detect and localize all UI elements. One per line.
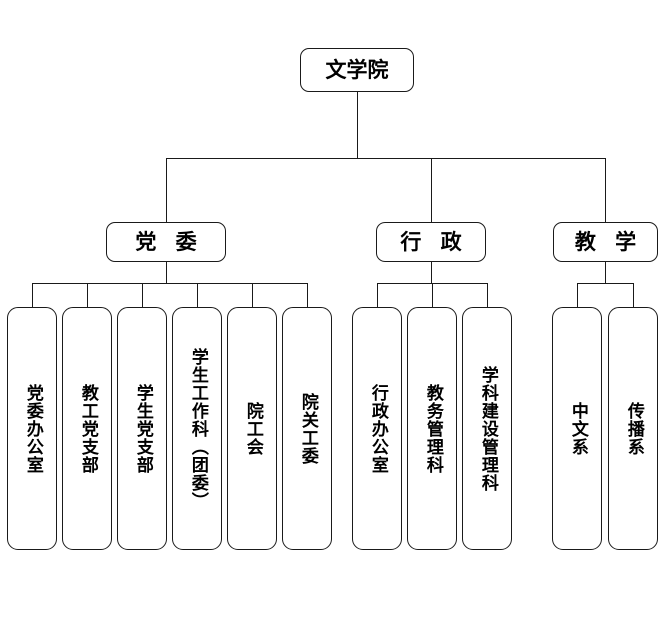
- node-admin-office[interactable]: 行政办公室: [352, 307, 402, 550]
- connector-stem-teaching: [605, 262, 606, 283]
- node-faculty-branch[interactable]: 教工党支部: [62, 307, 112, 550]
- node-communication-dept[interactable]: 传播系: [608, 307, 658, 550]
- node-admin-office-label: 行政办公室: [367, 383, 388, 474]
- node-administration-label: 行 政: [400, 229, 468, 254]
- node-communication-dept-label: 传播系: [623, 401, 644, 456]
- node-party[interactable]: 党 委: [106, 222, 226, 262]
- connector-level2-bus: [166, 158, 605, 159]
- node-student-branch-label: 学生党支部: [132, 383, 153, 474]
- node-discipline-admin-label: 学科建设管理科: [477, 365, 498, 492]
- node-student-branch[interactable]: 学生党支部: [117, 307, 167, 550]
- connector-drop-administration: [431, 158, 432, 222]
- node-labor-union[interactable]: 院工会: [227, 307, 277, 550]
- node-care-committee-label: 院关工委: [297, 392, 318, 465]
- connector-root-stem: [357, 92, 358, 158]
- node-college[interactable]: 文学院: [300, 48, 414, 92]
- node-student-work[interactable]: 学生工作科（团委）: [172, 307, 222, 550]
- connector-drop-admin-office: [377, 283, 378, 307]
- connector-bus-teaching: [577, 283, 633, 284]
- connector-drop-faculty-branch: [87, 283, 88, 307]
- node-college-label: 文学院: [325, 57, 389, 82]
- node-faculty-branch-label: 教工党支部: [77, 383, 98, 474]
- connector-drop-party: [166, 158, 167, 222]
- node-academic-affairs[interactable]: 教务管理科: [407, 307, 457, 550]
- node-student-work-label: 学生工作科（团委）: [187, 347, 208, 510]
- connector-drop-chinese-dept: [577, 283, 578, 307]
- connector-bus-party: [32, 283, 307, 284]
- connector-stem-party: [166, 262, 167, 283]
- connector-drop-party-office: [32, 283, 33, 307]
- node-party-office[interactable]: 党委办公室: [7, 307, 57, 550]
- connector-drop-discipline-admin: [487, 283, 488, 307]
- node-care-committee[interactable]: 院关工委: [282, 307, 332, 550]
- node-administration[interactable]: 行 政: [376, 222, 486, 262]
- connector-drop-labor-union: [252, 283, 253, 307]
- connector-drop-student-branch: [142, 283, 143, 307]
- node-teaching[interactable]: 教 学: [553, 222, 658, 262]
- connector-stem-administration: [431, 262, 432, 283]
- connector-drop-communication-dept: [633, 283, 634, 307]
- node-chinese-dept-label: 中文系: [567, 401, 588, 456]
- connector-drop-student-work: [197, 283, 198, 307]
- connector-drop-academic-affairs: [432, 283, 433, 307]
- node-party-label: 党 委: [135, 229, 203, 254]
- connector-drop-teaching: [605, 158, 606, 222]
- node-academic-affairs-label: 教务管理科: [422, 383, 443, 474]
- node-party-office-label: 党委办公室: [22, 383, 43, 474]
- node-labor-union-label: 院工会: [242, 401, 263, 456]
- node-discipline-admin[interactable]: 学科建设管理科: [462, 307, 512, 550]
- node-chinese-dept[interactable]: 中文系: [552, 307, 602, 550]
- connector-drop-care-committee: [307, 283, 308, 307]
- node-teaching-label: 教 学: [574, 229, 643, 254]
